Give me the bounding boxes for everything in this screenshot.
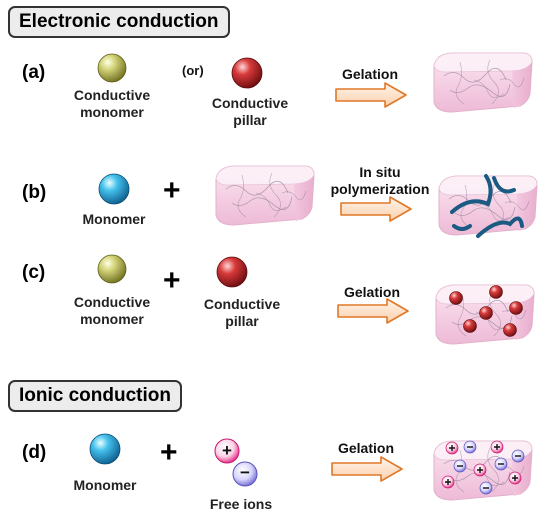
ion-signs-in-gel-d	[445, 444, 521, 489]
conductive-monomer-sphere-c	[97, 254, 127, 284]
conductive-monomer-sphere-a	[97, 53, 127, 83]
plus-sign-d: +	[160, 436, 178, 469]
section-title-electronic: Electronic conduction	[19, 11, 219, 32]
gelation-arrow-c	[337, 298, 409, 324]
section-header-ionic: Ionic conduction	[8, 380, 182, 412]
row-label-d: (d)	[22, 442, 47, 463]
gelation-arrow-d	[331, 456, 403, 482]
gel-block-b-input	[215, 165, 315, 226]
gelation-arrow-a	[335, 82, 407, 108]
section-header-electronic: Electronic conduction	[8, 6, 230, 38]
monomer-sphere-d	[89, 433, 121, 465]
pillars-in-gel-c	[449, 285, 523, 337]
plus-sign-b: +	[163, 174, 181, 207]
ions-in-gel-d	[441, 440, 525, 495]
cation-sphere-d	[214, 438, 240, 464]
gelation-label-c: Gelation	[343, 284, 400, 300]
row-label-c: (c)	[22, 262, 46, 283]
in-situ-polymerization-label-b: In situ polymerization	[330, 164, 430, 197]
monomer-caption-b: Monomer	[82, 211, 146, 227]
free-ions-caption-d: Free ions	[209, 496, 273, 512]
conductive-monomer-caption-a: Conductive monomer	[73, 87, 151, 120]
conductive-monomer-caption-c: Conductive monomer	[73, 294, 151, 327]
monomer-sphere-b	[98, 173, 130, 205]
section-title-ionic: Ionic conduction	[19, 385, 171, 406]
row-label-b: (b)	[22, 182, 47, 203]
anion-sphere-d	[232, 461, 258, 487]
polymer-chains-b	[450, 174, 524, 238]
gel-block-a	[433, 52, 533, 113]
anion-sign-d: −	[240, 463, 250, 482]
gelation-label-a: Gelation	[341, 66, 398, 82]
monomer-caption-d: Monomer	[73, 477, 137, 493]
plus-sign-c: +	[163, 264, 181, 297]
gelation-label-d: Gelation	[337, 440, 394, 456]
or-text-a: (or)	[182, 63, 204, 78]
row-label-a: (a)	[22, 62, 46, 83]
conductive-pillar-caption-c: Conductive pillar	[203, 296, 281, 329]
conductive-pillar-sphere-c	[216, 256, 248, 288]
cation-sign-d: +	[222, 441, 232, 460]
conductive-pillar-sphere-a	[231, 57, 263, 89]
polymerization-arrow-b	[340, 196, 412, 222]
conductive-pillar-caption-a: Conductive pillar	[211, 95, 289, 128]
